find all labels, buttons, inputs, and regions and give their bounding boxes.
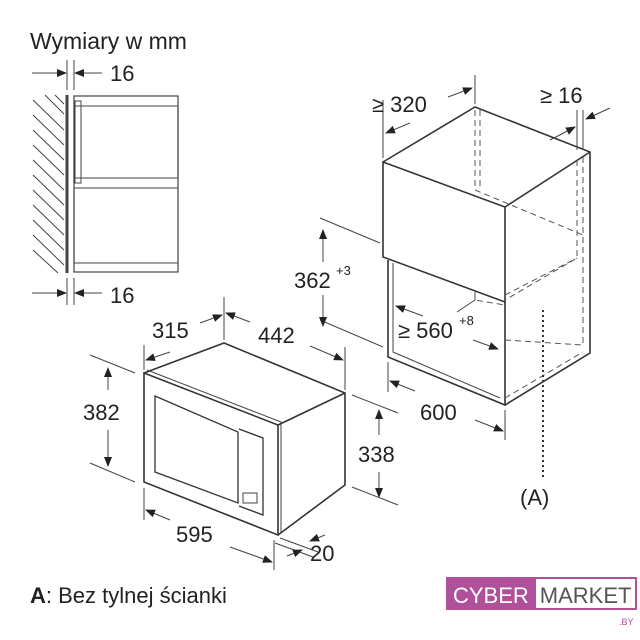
note-marker-a: (A) bbox=[520, 485, 549, 510]
body-height-label: 338 bbox=[358, 442, 395, 467]
wall-hatching bbox=[32, 94, 69, 274]
logo-part2: MARKET .BY bbox=[535, 577, 638, 627]
width-side-label: 442 bbox=[258, 323, 295, 348]
cabinet-width-label: 600 bbox=[420, 400, 457, 425]
opening-width-tolerance: +8 bbox=[459, 313, 474, 328]
side-view: 16 16 bbox=[32, 60, 179, 308]
min-back-label: ≥ 16 bbox=[540, 83, 583, 108]
footnote-text: : Bez tylnej ścianki bbox=[45, 583, 227, 608]
front-height-label: 382 bbox=[83, 400, 120, 425]
footnote-marker: A bbox=[30, 583, 46, 608]
front-width-label: 595 bbox=[176, 522, 213, 547]
diagram-title: Wymiary w mm bbox=[30, 28, 187, 54]
bottom-gap-label: 16 bbox=[110, 283, 134, 308]
top-gap-label: 16 bbox=[110, 61, 134, 86]
min-depth-label: ≥ 320 bbox=[372, 92, 427, 117]
logo-suffix: .BY bbox=[618, 617, 634, 627]
logo-part2-text: MARKET bbox=[539, 583, 632, 608]
footnote: A: Bez tylnej ścianki bbox=[30, 583, 227, 609]
logo-part1: CYBER bbox=[446, 577, 536, 610]
microwave-appliance: 315 442 382 338 595 20 bbox=[83, 297, 399, 570]
cybermarket-logo: CYBER MARKET .BY bbox=[446, 577, 638, 627]
depth-label: 315 bbox=[152, 318, 189, 343]
cabinet: (A) ≥ 320 ≥ 16 362 +3 ≥ 560 +8 600 bbox=[294, 75, 611, 510]
opening-height-tolerance: +3 bbox=[336, 263, 351, 278]
opening-height-label: 362 bbox=[294, 268, 331, 293]
frame-depth-label: 20 bbox=[310, 541, 334, 566]
opening-width-label: ≥ 560 bbox=[398, 318, 453, 343]
